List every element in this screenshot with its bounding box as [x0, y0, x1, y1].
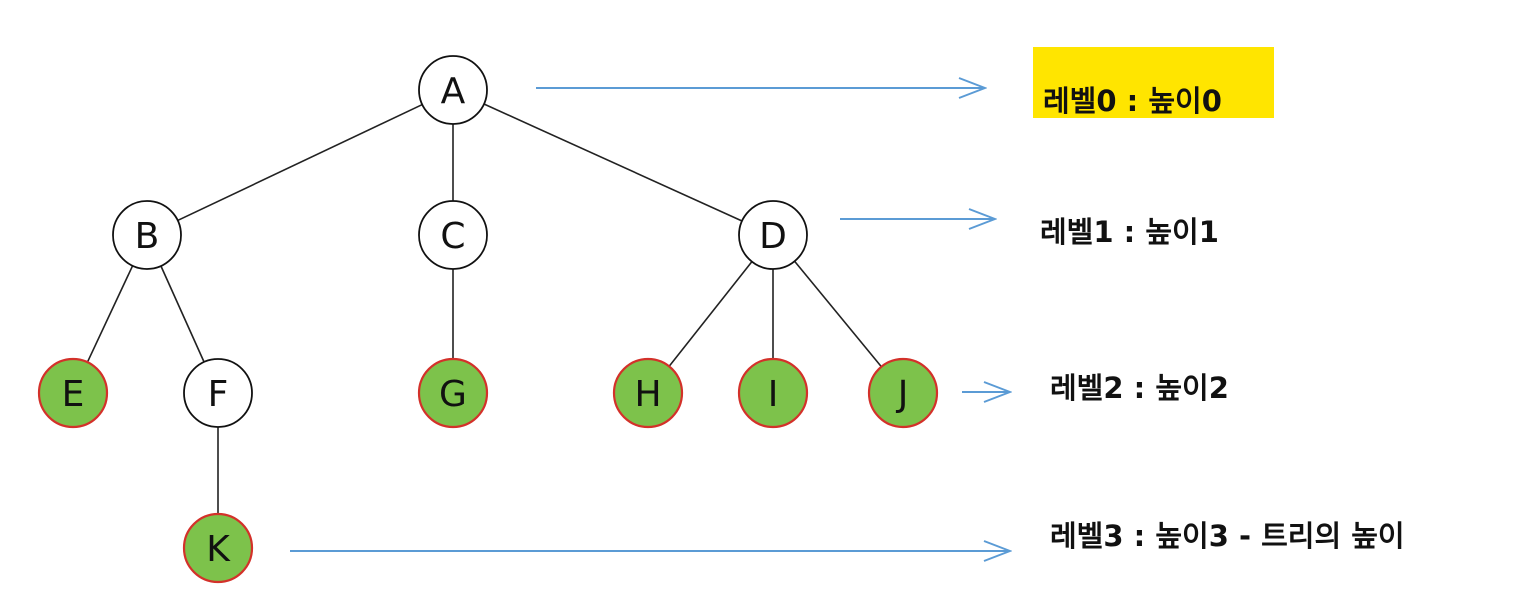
tree-nodes: A B C D E F G H I J K: [37, 55, 939, 584]
node-circle: [112, 200, 182, 270]
edge-d-h: [668, 261, 753, 367]
node-c: C: [418, 200, 488, 270]
edge-d-j: [793, 260, 883, 368]
node-label: I: [768, 374, 779, 415]
node-circle: [418, 55, 488, 125]
level-label: 레벨0 : 높이0: [1043, 84, 1222, 118]
node-circle: [182, 512, 254, 584]
node-circle: [612, 357, 684, 429]
node-f: F: [183, 358, 253, 428]
level-label: 레벨3 : 높이3 - 트리의 높이: [1050, 519, 1405, 553]
node-e: E: [37, 357, 109, 429]
node-circle: [738, 200, 808, 270]
node-g: G: [417, 357, 489, 429]
edge-b-e: [86, 265, 134, 363]
edge-a-b: [177, 103, 423, 222]
node-i: I: [737, 357, 809, 429]
node-label: A: [441, 71, 466, 112]
node-circle: [417, 357, 489, 429]
edge-a-d: [483, 103, 743, 222]
node-label: J: [896, 374, 909, 415]
node-label: H: [634, 374, 661, 415]
node-label: G: [439, 374, 467, 415]
node-label: B: [135, 216, 160, 257]
node-label: C: [440, 216, 465, 257]
node-h: H: [612, 357, 684, 429]
level-arrows: [290, 88, 1010, 551]
tree-edges: [86, 103, 883, 514]
node-a: A: [418, 55, 488, 125]
node-circle: [183, 358, 253, 428]
level-1: 레벨1 : 높이1: [1040, 215, 1219, 249]
edge-b-f: [160, 265, 205, 363]
node-label: K: [206, 529, 231, 570]
node-d: D: [738, 200, 808, 270]
node-circle: [737, 357, 809, 429]
level-3: 레벨3 : 높이3 - 트리의 높이: [1050, 519, 1405, 553]
level-2: 레벨2 : 높이2: [1050, 371, 1229, 405]
node-circle: [867, 357, 939, 429]
node-label: F: [208, 374, 229, 415]
level-labels: 레벨0 : 높이0 레벨1 : 높이1 레벨2 : 높이2 레벨3 : 높이3 - 트…: [1033, 47, 1405, 553]
level-label: 레벨2 : 높이2: [1050, 371, 1229, 405]
node-circle: [418, 200, 488, 270]
node-circle: [37, 357, 109, 429]
level-label: 레벨1 : 높이1: [1040, 215, 1219, 249]
node-j: J: [867, 357, 939, 429]
node-label: D: [759, 216, 787, 257]
node-label: E: [62, 374, 85, 415]
level-0: 레벨0 : 높이0: [1033, 47, 1274, 118]
node-k: K: [182, 512, 254, 584]
level-highlight: [1033, 47, 1274, 118]
node-b: B: [112, 200, 182, 270]
